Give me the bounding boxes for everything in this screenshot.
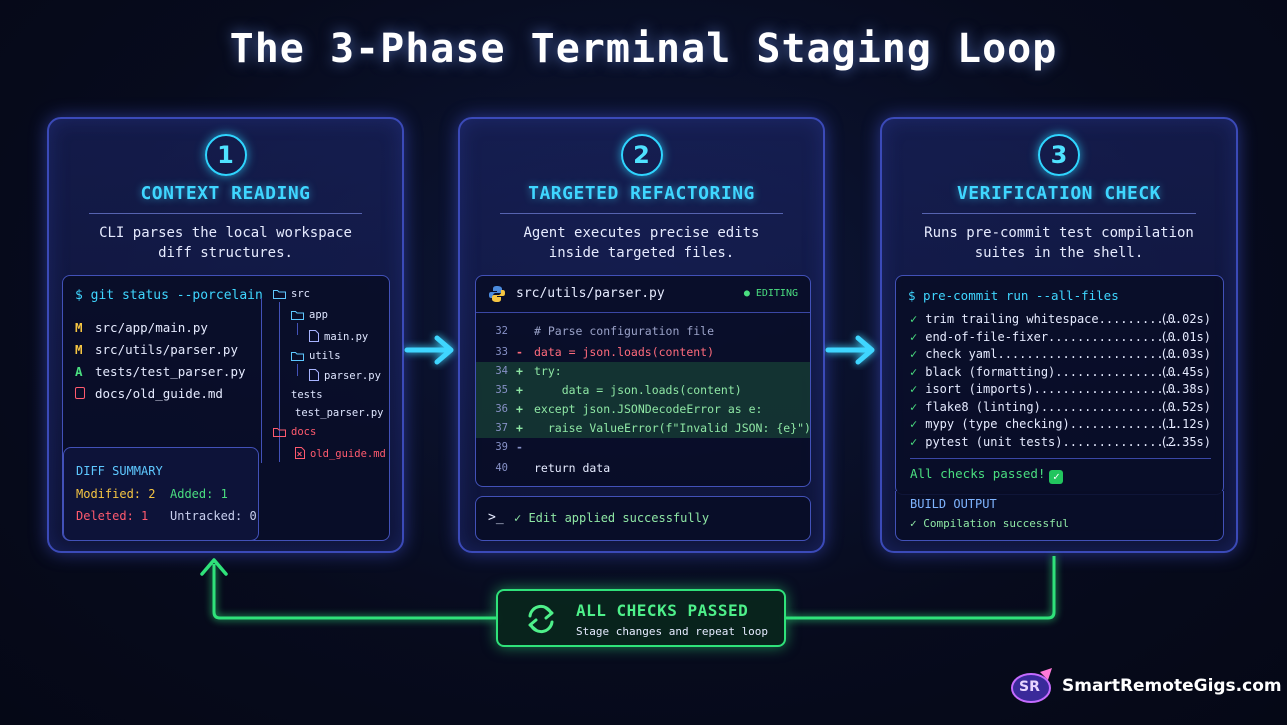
tree-folder-tests[interactable]: tests [291, 389, 323, 401]
phase-title: VERIFICATION CHECK [956, 183, 1162, 204]
pre-commit-command: $ pre-commit run --all-files [908, 288, 1119, 303]
check-icon: ✓ [910, 312, 918, 326]
folder-icon [273, 428, 286, 437]
check-icon: ✓ [910, 365, 918, 379]
arrow-right-icon [825, 335, 875, 365]
deleted-file-icon [295, 447, 305, 459]
tree-file-main[interactable]: main.py [309, 330, 368, 343]
editor-header: src/utils/parser.py ● EDITING [476, 276, 810, 313]
folder-icon [291, 352, 304, 361]
terminal-prompt-icon: >_ [488, 510, 504, 525]
phase-number: 1 [204, 134, 247, 176]
deleted-file-icon [75, 387, 85, 399]
pre-commit-terminal: $ pre-commit run --all-files ✓trim trail… [895, 275, 1224, 495]
modified-count: Modified: 2 [76, 487, 156, 501]
file-entry: docs/old_guide.md [75, 386, 223, 401]
code-line: 37+ raise ValueError(f"Invalid JSON: {e}… [476, 419, 811, 438]
phase-card-targeted-refactoring: 2 TARGETED REFACTORING Agent executes pr… [458, 117, 825, 553]
untracked-count: Untracked: 0 [170, 509, 257, 523]
phase-description: Agent executes precise edits inside targ… [523, 225, 760, 261]
deleted-count: Deleted: 1 [76, 509, 149, 523]
folder-icon [291, 311, 304, 320]
tree-folder-docs[interactable]: docs [273, 426, 316, 438]
code-line: 34+try: [476, 362, 810, 381]
folder-icon [273, 290, 286, 299]
phase-card-verification-check: 3 VERIFICATION CHECK Runs pre-commit tes… [880, 117, 1238, 553]
check-icon: ✓ [910, 400, 918, 414]
code-editor: src/utils/parser.py ● EDITING 32# Parse … [475, 275, 811, 487]
tree-file-parser[interactable]: parser.py [309, 369, 381, 382]
arrow-right-icon [404, 335, 454, 365]
divider [500, 213, 783, 214]
check-icon: ✓ [910, 435, 918, 449]
check-icon: ✓ [910, 330, 918, 344]
page-title: The 3-Phase Terminal Staging Loop [229, 26, 1058, 72]
file-icon [309, 369, 319, 381]
code-line: 35+ data = json.loads(content) [476, 381, 810, 400]
check-row: ✓mypy (type checking)............... [910, 417, 1179, 431]
all-checks-passed: All checks passed!✓ [910, 466, 1064, 484]
code-line: 33-data = json.loads(content) [495, 345, 715, 359]
check-row: ✓check yaml......................... [910, 347, 1179, 361]
build-output-title: BUILD OUTPUT [910, 497, 997, 511]
code-line: 36+except json.JSONDecodeError as e: [476, 400, 810, 419]
added-count: Added: 1 [170, 487, 228, 501]
check-icon: ✓ [910, 417, 918, 431]
divider [89, 213, 362, 214]
check-row: ✓pytest (unit tests)................ [910, 435, 1179, 449]
check-row: ✓flake8 (linting)................... [910, 400, 1179, 414]
file-icon [309, 330, 319, 342]
python-icon [489, 286, 505, 302]
tree-file-old-guide[interactable]: old_guide.md [295, 447, 386, 460]
edit-status-bar: >_ ✓ Edit applied successfully [475, 496, 811, 541]
check-row: ✓trim trailing whitespace........... [910, 312, 1179, 326]
phase-description: CLI parses the local workspace diff stru… [99, 225, 352, 261]
check-icon: ✓ [910, 382, 918, 396]
tree-folder-app[interactable]: app [291, 309, 328, 321]
check-row: ✓end-of-file-fixer.................. [910, 330, 1179, 344]
editor-filename[interactable]: src/utils/parser.py [516, 286, 665, 301]
brand-name[interactable]: SmartRemoteGigs.com [1062, 676, 1282, 696]
phase-title: TARGETED REFACTORING [528, 183, 755, 204]
tree-folder-utils[interactable]: utils [291, 350, 341, 362]
loop-subtitle: Stage changes and repeat loop [576, 625, 769, 638]
refresh-icon [528, 604, 554, 634]
build-output-panel: BUILD OUTPUT ✓ Compilation successful [895, 491, 1224, 541]
diff-summary-title: DIFF SUMMARY [76, 464, 163, 478]
code-line: 32# Parse configuration file [495, 324, 715, 338]
check-icon: ✓ [910, 347, 918, 361]
edit-status-text: ✓ Edit applied successfully [514, 511, 710, 525]
rocket-logo-icon [1011, 668, 1052, 703]
phase-title: CONTEXT READING [140, 183, 311, 204]
diff-summary-panel: DIFF SUMMARY Modified: 2 Added: 1 Delete… [63, 447, 259, 541]
git-command: $ git status --porcelain [75, 288, 263, 303]
divider [922, 213, 1196, 214]
phase-description: Runs pre-commit test compilation suites … [924, 225, 1194, 261]
check-row: ✓isort (imports).................... [910, 382, 1179, 396]
build-result: ✓ Compilation successful [910, 517, 1069, 530]
editing-badge: ● EDITING [743, 288, 798, 299]
brand-logo: SR [1010, 666, 1056, 706]
check-row: ✓black (formatting)................. [910, 365, 1179, 379]
phase-card-context-reading: 1 CONTEXT READING CLI parses the local w… [47, 117, 404, 553]
loop-connector [200, 556, 1056, 620]
loop-title: ALL CHECKS PASSED [576, 601, 749, 620]
loop-status-box: ALL CHECKS PASSED Stage changes and repe… [496, 589, 786, 647]
phase-number: 3 [1038, 134, 1080, 176]
code-line: 39- [495, 440, 523, 454]
tree-file-test-parser[interactable]: test_parser.py [295, 407, 384, 419]
check-square-icon: ✓ [1049, 470, 1064, 484]
tree-folder-src[interactable]: src [273, 288, 310, 300]
phase-number: 2 [620, 134, 663, 176]
